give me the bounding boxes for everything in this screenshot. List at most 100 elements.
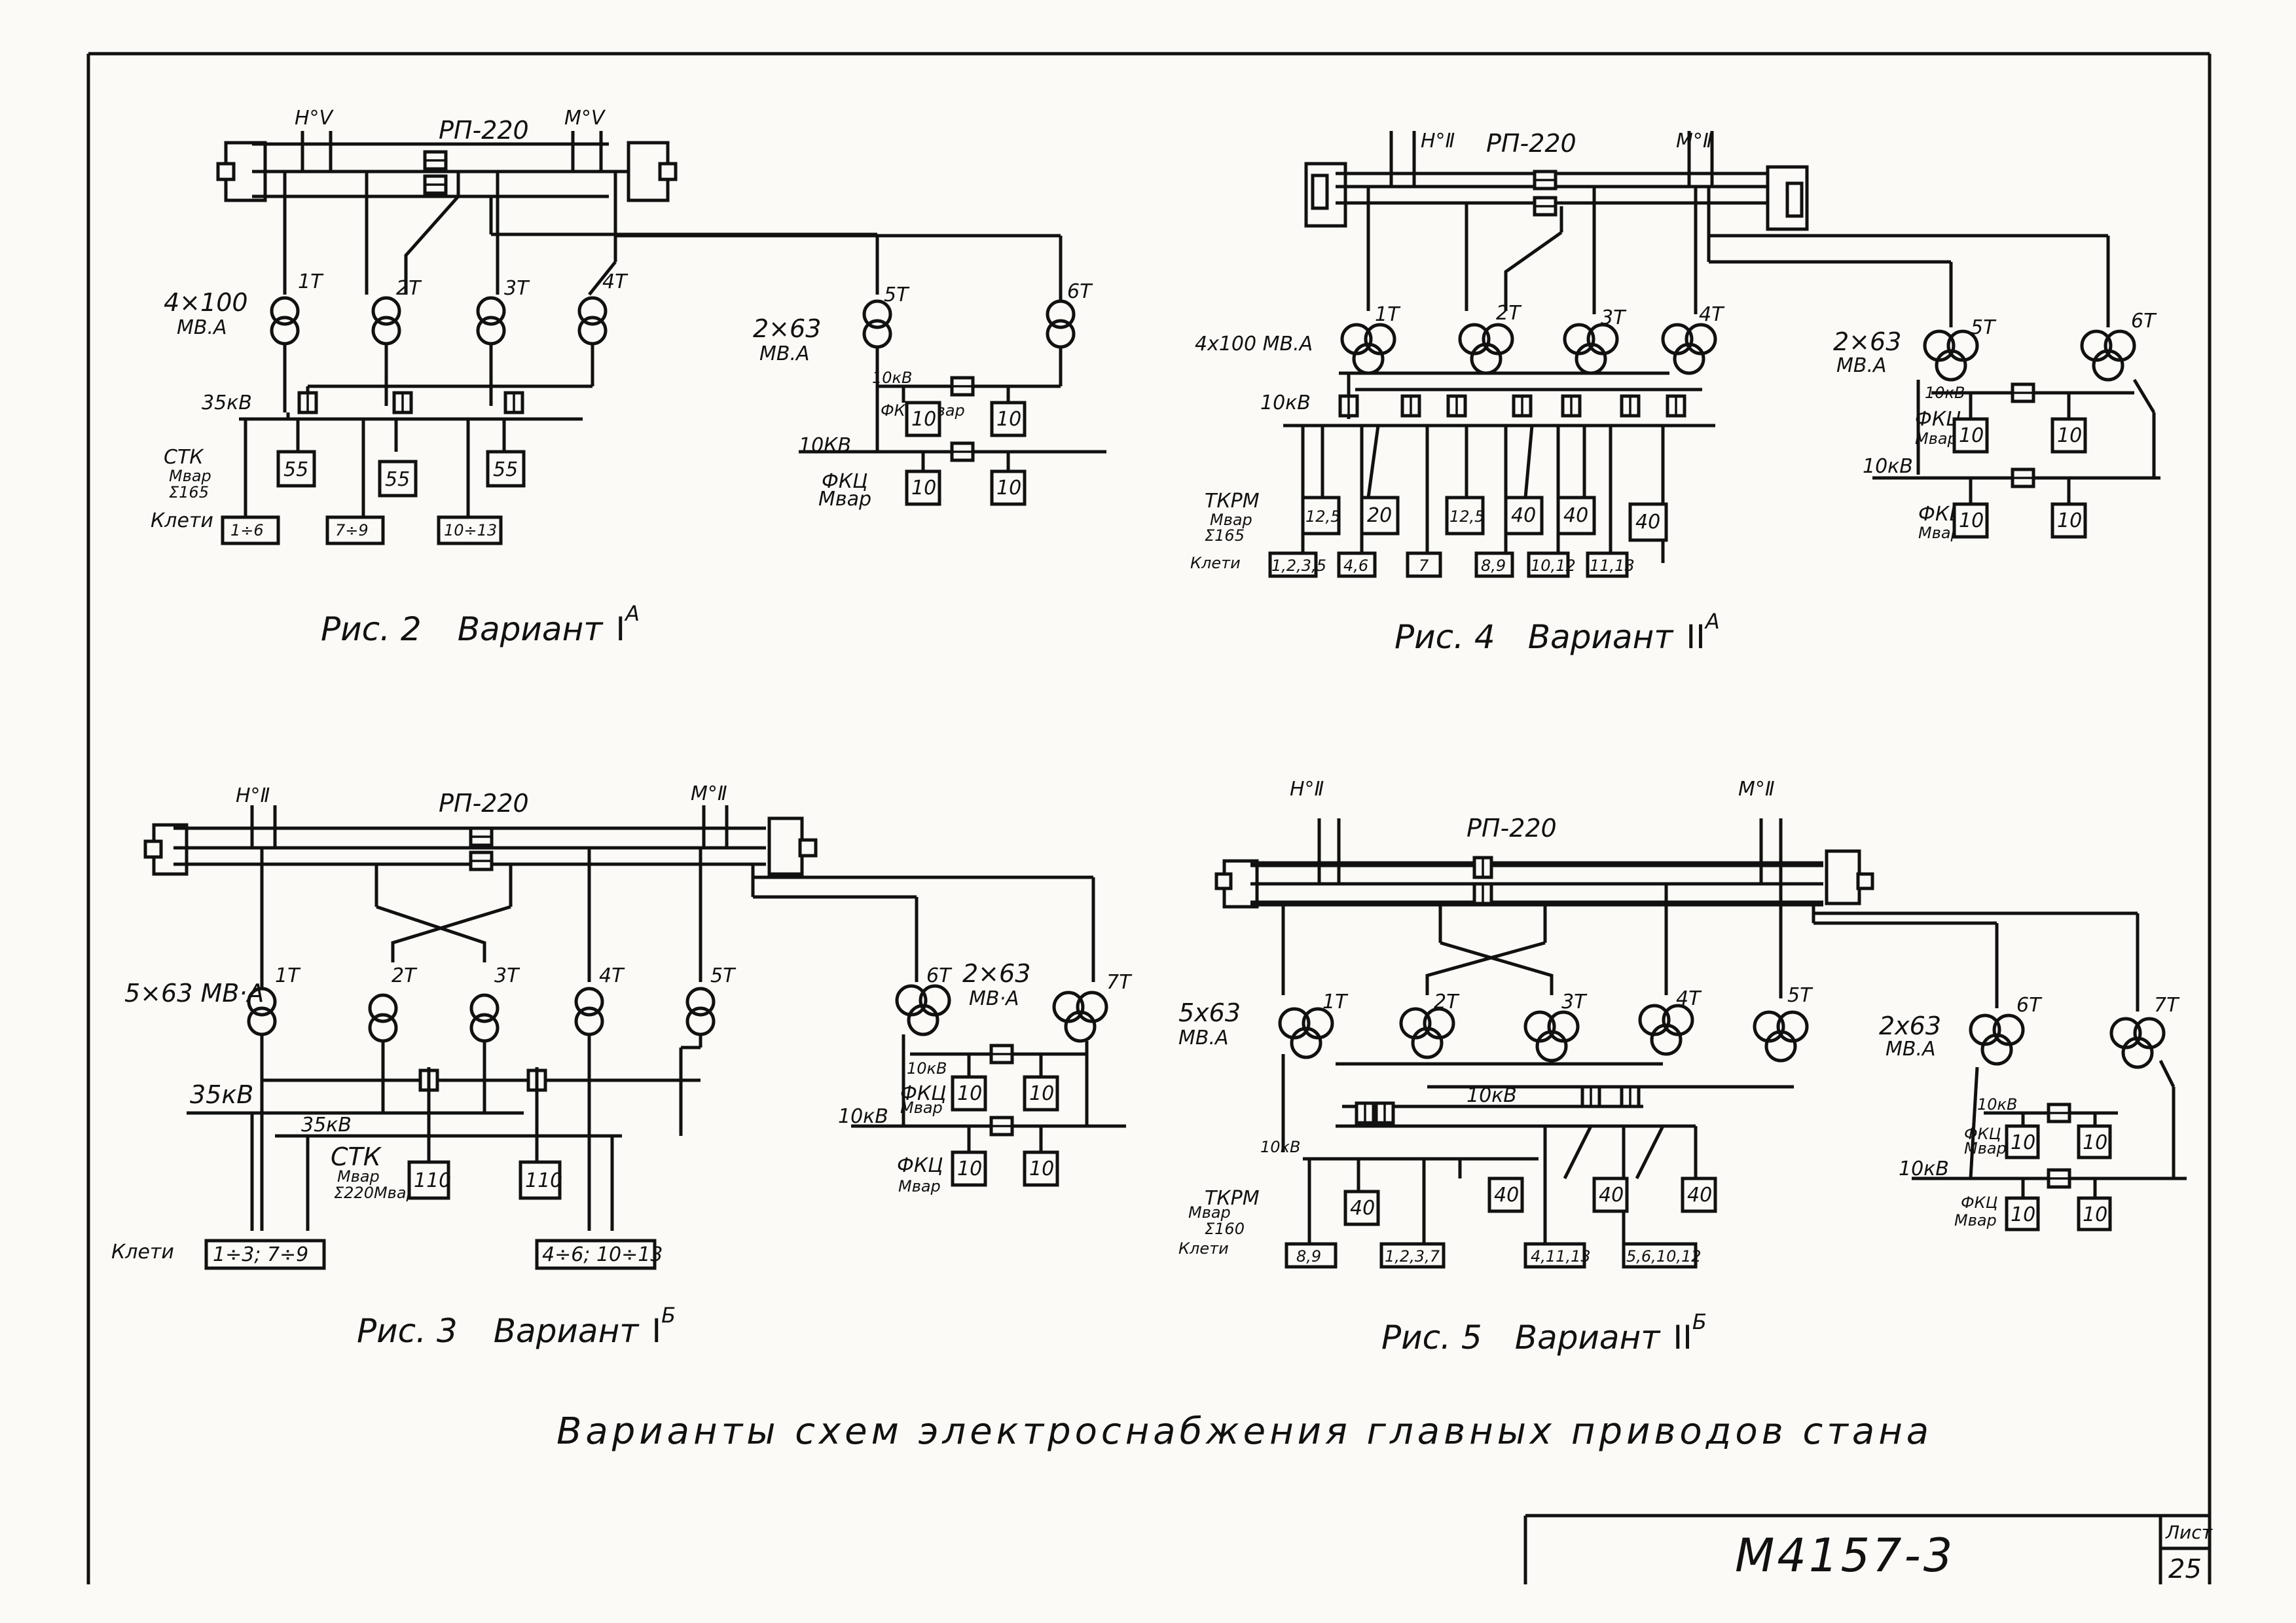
fig5-tkrm-sum: Σ160	[1205, 1220, 1245, 1238]
fig3-stk-box-2: 110	[519, 1160, 562, 1200]
fig3-fkc-box-3: 10	[951, 1150, 987, 1187]
fig3-feeder-left: Н°Ⅱ	[236, 784, 270, 807]
fig4-transformer-2: 2Т	[1496, 302, 1522, 325]
fig5-busbar	[1214, 818, 1874, 909]
fig4-voltage-10a: 10кВ	[1260, 392, 1311, 414]
fig5-transformer-6: 6Т	[2016, 994, 2043, 1017]
fig4-transformer-1: 1Т	[1375, 303, 1401, 326]
fig5-transformer-3: 3Т	[1561, 991, 1588, 1013]
svg-text:55: 55	[493, 458, 518, 481]
fig2-rating-right-2: МВ.А	[759, 342, 810, 365]
fig2-stk-sum: Σ165	[169, 483, 209, 501]
fig3-stk-unit: Мвар	[337, 1167, 380, 1186]
svg-text:10: 10	[911, 408, 936, 431]
fig2-fkc-box-2: 10	[990, 401, 1027, 437]
fig2-stk-unit: Мвар	[169, 467, 211, 485]
fig4-rating-left: 4х100 МВ.А	[1195, 333, 1313, 356]
svg-text:40: 40	[1563, 504, 1588, 527]
fig2-fkc-box-3: 10	[905, 469, 941, 506]
svg-text:55: 55	[283, 458, 308, 481]
fig5-fkc-a-unit: Мвар	[1964, 1139, 2007, 1158]
fig5-fkc-b-label: ФКЦ	[1961, 1194, 1997, 1212]
svg-text:10: 10	[1959, 424, 1984, 447]
fig2-stk-box-2: 55	[378, 460, 418, 498]
fig4-stand-box-6: 11,13	[1586, 551, 1635, 578]
fig5-tkrm-label: ТКРМ	[1205, 1187, 1260, 1210]
fig4-tkrm-box-4: 40	[1504, 496, 1544, 536]
fig5-bus-label: РП-220	[1467, 814, 1557, 843]
fig2-voltage-35: 35кВ	[202, 392, 252, 414]
fig4-fkc-box-1: 10	[1952, 417, 1989, 454]
fig2-stands-label: Клети	[151, 509, 213, 532]
document-number: М4157-3	[1735, 1529, 1955, 1582]
svg-text:4,6: 4,6	[1343, 556, 1368, 575]
page-title: Варианты схем электроснабжения главных п…	[556, 1410, 1933, 1453]
fig3-transformer-2: 2Т	[392, 964, 418, 987]
fig2-stand-box-2: 7÷9	[325, 515, 385, 545]
fig3-feeder-right: М°Ⅱ	[691, 782, 727, 805]
fig3-voltage-35b: 35кВ	[301, 1114, 352, 1137]
fig2-variant-1a: Н°Ⅴ РП-220 М°Ⅴ	[151, 107, 1106, 648]
svg-text:10: 10	[1029, 1082, 1054, 1105]
fig5-stand-box-3: 4,11,13	[1523, 1242, 1591, 1269]
fig2-transformer-1: 1Т	[298, 270, 324, 293]
fig2-transformer-3: 3Т	[504, 277, 530, 300]
fig3-fkc-a-unit: Мвар	[900, 1099, 943, 1117]
svg-text:10: 10	[1029, 1158, 1054, 1180]
fig3-fkc-box-2: 10	[1023, 1075, 1059, 1112]
svg-text:7÷9: 7÷9	[335, 521, 369, 539]
fig4-rating-right-1: 2×63	[1833, 327, 1901, 356]
svg-text:110: 110	[525, 1169, 562, 1192]
fig3-voltage-35a: 35кВ	[190, 1080, 253, 1109]
fig5-fkc-box-2: 10	[2077, 1124, 2112, 1159]
fig2-transformer-6: 6Т	[1067, 280, 1093, 303]
fig4-fkc-box-2: 10	[2050, 417, 2087, 454]
svg-text:40: 40	[1599, 1184, 1624, 1207]
fig3-rating-right-2: МВ·А	[969, 987, 1019, 1010]
fig3-stk-box-1: 110	[407, 1160, 451, 1200]
fig4-fkc-box-3: 10	[1952, 502, 1989, 539]
fig3-stand-box-2: 4÷6; 10÷13	[535, 1239, 663, 1270]
fig5-stand-box-2: 1,2,3,7	[1379, 1242, 1446, 1269]
fig2-stand-box-1: 1÷6	[221, 515, 280, 545]
svg-text:8,9: 8,9	[1481, 556, 1506, 575]
svg-text:10: 10	[957, 1082, 982, 1105]
fig5-stand-box-1: 8,9	[1285, 1242, 1338, 1269]
fig4-tkrm-box-2: 20	[1360, 496, 1400, 536]
fig3-voltage-10a: 10кВ	[907, 1059, 947, 1078]
fig4-tkrm-box-3: 12,5	[1445, 496, 1485, 536]
fig4-variant-2a: Н°Ⅱ РП-220 М°Ⅱ	[1190, 129, 2160, 656]
fig5-stands-label: Клети	[1178, 1239, 1229, 1258]
fig3-connections	[187, 848, 1126, 1231]
fig5-connections	[1280, 884, 2187, 1244]
fig5-transformer-5: 5Т	[1787, 984, 1813, 1007]
svg-text:12,5: 12,5	[1305, 507, 1340, 526]
fig3-stk-sum: Σ220Мвар	[334, 1184, 416, 1202]
fig2-stk-box-3: 55	[486, 450, 526, 488]
fig5-fkc-box-1: 10	[2005, 1124, 2040, 1159]
fig5-rating-left-1: 5х63	[1178, 998, 1241, 1027]
svg-text:4÷6; 10÷13: 4÷6; 10÷13	[542, 1243, 663, 1266]
fig5-transformer-7: 7Т	[2154, 994, 2180, 1017]
fig2-feeder-right: М°Ⅴ	[564, 107, 606, 130]
svg-text:10: 10	[2011, 1131, 2035, 1154]
fig2-connections	[239, 172, 1106, 517]
fig5-rating-left-2: МВ.А	[1178, 1027, 1229, 1049]
fig4-feeder-left: Н°Ⅱ	[1421, 130, 1455, 153]
fig5-feeder-right: М°Ⅱ	[1738, 778, 1775, 801]
fig5-fkc-a-label: ФКЦ	[1964, 1125, 2001, 1143]
fig4-stand-box-1: 1,2,3,5	[1268, 551, 1326, 578]
fig4-transformer-4: 4Т	[1699, 303, 1725, 326]
fig2-feeder-left: Н°Ⅴ	[295, 107, 335, 130]
fig4-stand-box-2: 4,6	[1337, 551, 1377, 578]
fig5-transformer-4: 4Т	[1676, 987, 1702, 1010]
fig2-bus-label: РП-220	[439, 116, 529, 145]
fig4-stand-box-4: 8,9	[1474, 551, 1514, 578]
fig3-rating-right-1: 2×63	[962, 959, 1030, 988]
fig2-fkc-label: ФКЦ	[822, 470, 867, 493]
fig5-fkc-box-3: 10	[2005, 1196, 2040, 1231]
fig5-variant-2b: Н°Ⅱ РП-220 М°Ⅱ	[1178, 778, 2187, 1357]
fig5-transformer-1: 1Т	[1322, 991, 1349, 1013]
fig4-tkrm-box-1: 12,5	[1301, 496, 1341, 536]
